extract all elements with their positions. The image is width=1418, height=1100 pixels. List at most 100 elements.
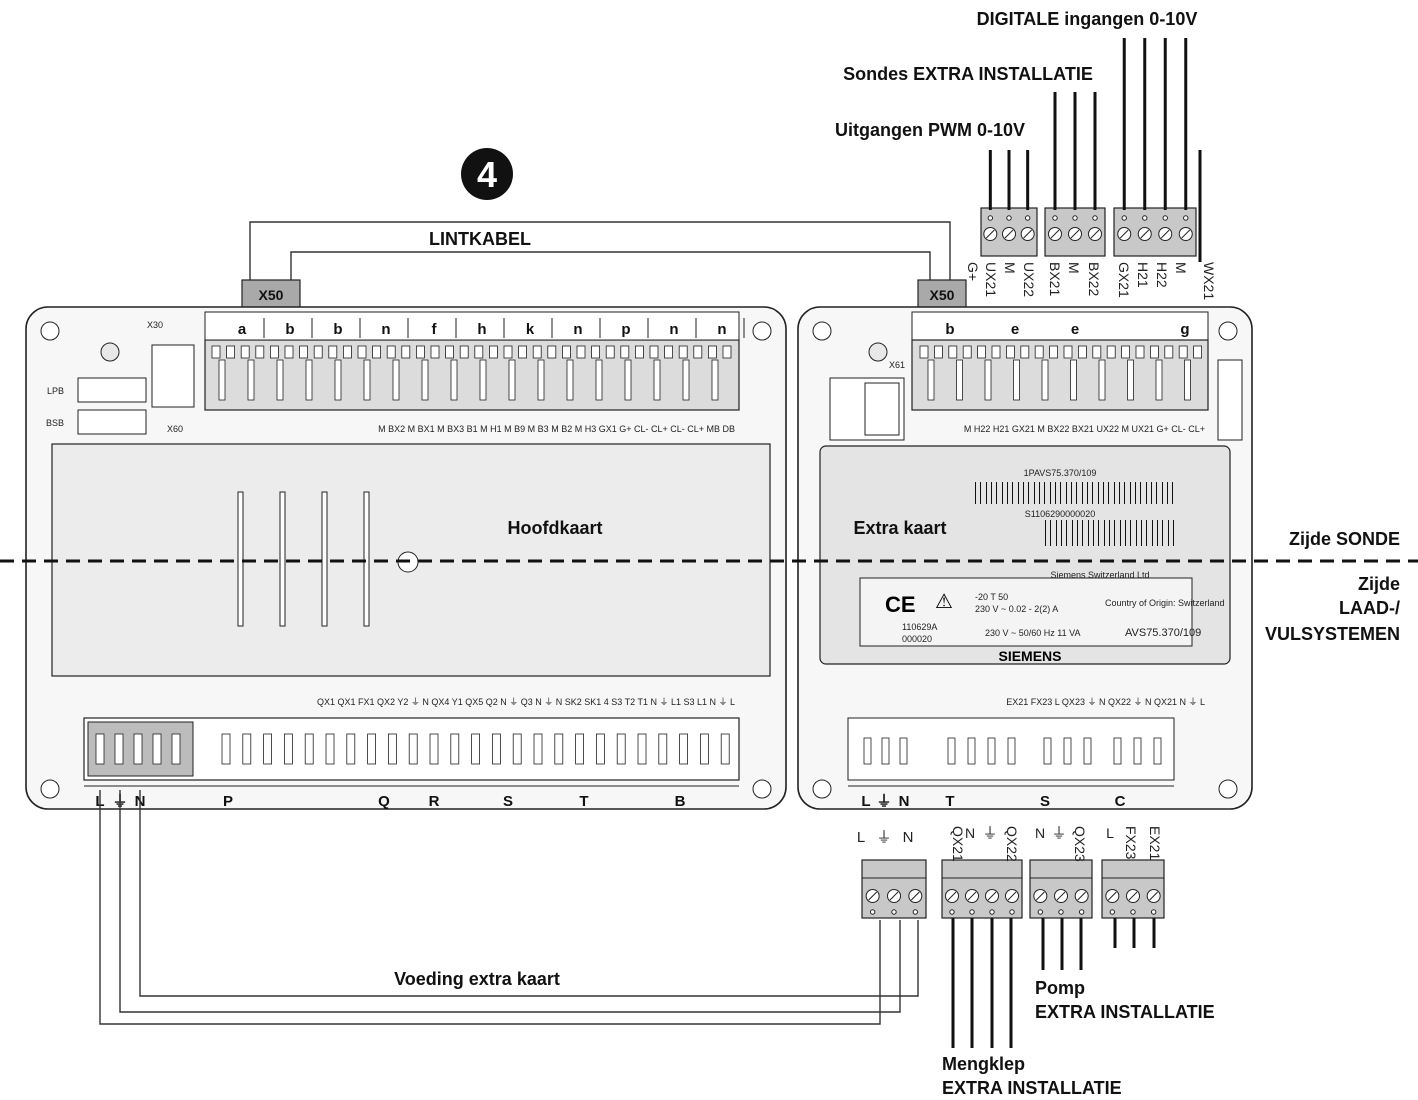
bsb-label: BSB — [46, 418, 64, 428]
terminal-screw-slot — [868, 891, 878, 901]
barcode-bar — [1108, 482, 1109, 504]
main-top-pin — [334, 359, 342, 401]
barcode-bar — [1050, 482, 1051, 504]
terminal-screw-slot — [1077, 891, 1087, 901]
extra-top-socket — [991, 345, 1001, 359]
main-bottom-pin — [263, 733, 273, 765]
top-terminal-label: WX21 — [1201, 262, 1217, 300]
barcode-bar — [1173, 520, 1174, 546]
barcode-bar — [1087, 482, 1088, 504]
main-top-pin — [624, 359, 632, 401]
nameplate-line1: 230 V ~ 50/60 Hz 11 VA — [985, 628, 1080, 638]
digitale-label: DIGITALE ingangen 0-10V — [977, 9, 1198, 29]
extra-top-pin — [1155, 359, 1163, 401]
x61-label: X61 — [889, 360, 905, 370]
x50-label-main: X50 — [259, 287, 284, 303]
zijde-laad-label-3: VULSYSTEMEN — [1265, 624, 1400, 644]
terminal-hole — [891, 909, 897, 915]
barcode-bar — [1071, 482, 1072, 504]
main-top-pin — [276, 359, 284, 401]
pomp-label-1: Pomp — [1035, 978, 1085, 998]
step-badge-number: 4 — [477, 154, 497, 195]
x60-label: X60 — [167, 424, 183, 434]
extra-top-pin — [927, 359, 935, 401]
extra-kaart-label: Extra kaart — [853, 518, 946, 538]
extra-bottom-letter: S — [1040, 793, 1050, 810]
main-top-socket — [372, 345, 382, 359]
x30-label: X30 — [147, 320, 163, 330]
main-top-pin — [450, 359, 458, 401]
top-terminal-label: H21 — [1135, 262, 1151, 288]
extra-bottom-pin-labels: EX21 FX23 L QX23 ⏚ N QX22 ⏚ N QX21 N ⏚ L — [1006, 697, 1205, 707]
main-top-socket — [562, 345, 571, 359]
barcode-top — [975, 482, 1173, 504]
term-pe-1: ⏚ — [876, 829, 891, 846]
barcode-bar — [1002, 482, 1003, 504]
main-top-socket — [518, 345, 527, 359]
term-pe-3: ⏚ — [1051, 825, 1066, 842]
terminal-hole — [1024, 215, 1031, 221]
barcode-bar — [1146, 482, 1147, 504]
step-badge: 4 — [461, 148, 513, 200]
extra-bottom-pin — [1043, 737, 1052, 765]
extra-bottom-pin — [1063, 737, 1072, 765]
terminal-hole — [1150, 909, 1157, 915]
main-bottom-letter: Q — [378, 793, 390, 810]
extra-bottom-pin — [1133, 737, 1142, 765]
top-terminal-label: M — [1002, 262, 1018, 274]
barcode-bar — [1050, 520, 1051, 546]
barcode-bar — [1114, 482, 1115, 504]
extra-top-socket — [948, 345, 958, 359]
main-top-pin — [711, 359, 719, 401]
extra-top-socket — [962, 345, 972, 359]
barcode-bar — [1028, 482, 1029, 504]
main-top-letter: n — [573, 321, 582, 338]
barcode-bar — [1140, 482, 1141, 504]
terminal-hole — [1009, 909, 1015, 915]
main-bottom-pin-labels: QX1 QX1 FX1 QX2 Y2 ⏚ N QX4 Y1 QX5 Q2 N ⏚… — [317, 697, 735, 707]
term-qx23: QX23 — [1072, 826, 1088, 862]
barcode-bar — [975, 482, 976, 504]
barcode-bar — [996, 482, 997, 504]
extra-bottom-pin — [987, 737, 996, 765]
main-top-socket — [605, 345, 615, 359]
extra-bottom-pin — [881, 737, 890, 765]
main-bottom-pin — [616, 733, 626, 765]
term-qx22: QX22 — [1004, 826, 1020, 862]
main-top-socket — [255, 345, 265, 359]
extra-top-socket — [1135, 345, 1145, 359]
extra-top-pin — [984, 359, 992, 401]
extra-bottom-pin — [899, 737, 908, 765]
main-top-pin — [218, 359, 226, 401]
barcode-bottom-text: S1106290000020 — [1025, 509, 1095, 519]
main-top-socket — [386, 345, 396, 359]
main-top-socket — [635, 345, 644, 359]
terminal-screw-slot — [987, 891, 997, 901]
extra-bottom-pin — [967, 737, 976, 765]
barcode-bar — [1156, 482, 1157, 504]
terminal-screw-slot — [1050, 229, 1060, 239]
terminal-hole — [1142, 215, 1148, 221]
extra-top-pin — [1184, 359, 1191, 401]
extra-bottom-letter: C — [1115, 793, 1126, 810]
top-terminal-label: M — [1066, 262, 1082, 274]
main-top-pin — [305, 359, 313, 401]
barcode-bar — [1093, 520, 1094, 546]
nameplate-rating: 230 V ~ 0.02 - 2(2) A — [975, 604, 1058, 614]
barcode-bar — [1077, 520, 1078, 546]
terminal-screw-slot — [985, 229, 995, 239]
main-bottom-letter: T — [579, 793, 588, 810]
top-terminal-label: BX22 — [1086, 262, 1102, 296]
barcode-bar — [986, 482, 987, 504]
lintkabel-label: LINTKABEL — [429, 229, 531, 249]
barcode-bar — [1114, 520, 1115, 546]
main-bottom-letter: P — [223, 793, 233, 810]
terminal-screw-slot — [1056, 891, 1066, 901]
extra-top-socket — [1049, 345, 1058, 359]
terminal-screw-slot — [1107, 891, 1117, 901]
main-top-pin — [566, 359, 574, 401]
barcode-bar — [1076, 482, 1077, 504]
bottom-terminal-labels: L ⏚ N QX21 N ⏚ QX22 N ⏚ QX23 L FX23 EX21 — [857, 825, 1163, 862]
